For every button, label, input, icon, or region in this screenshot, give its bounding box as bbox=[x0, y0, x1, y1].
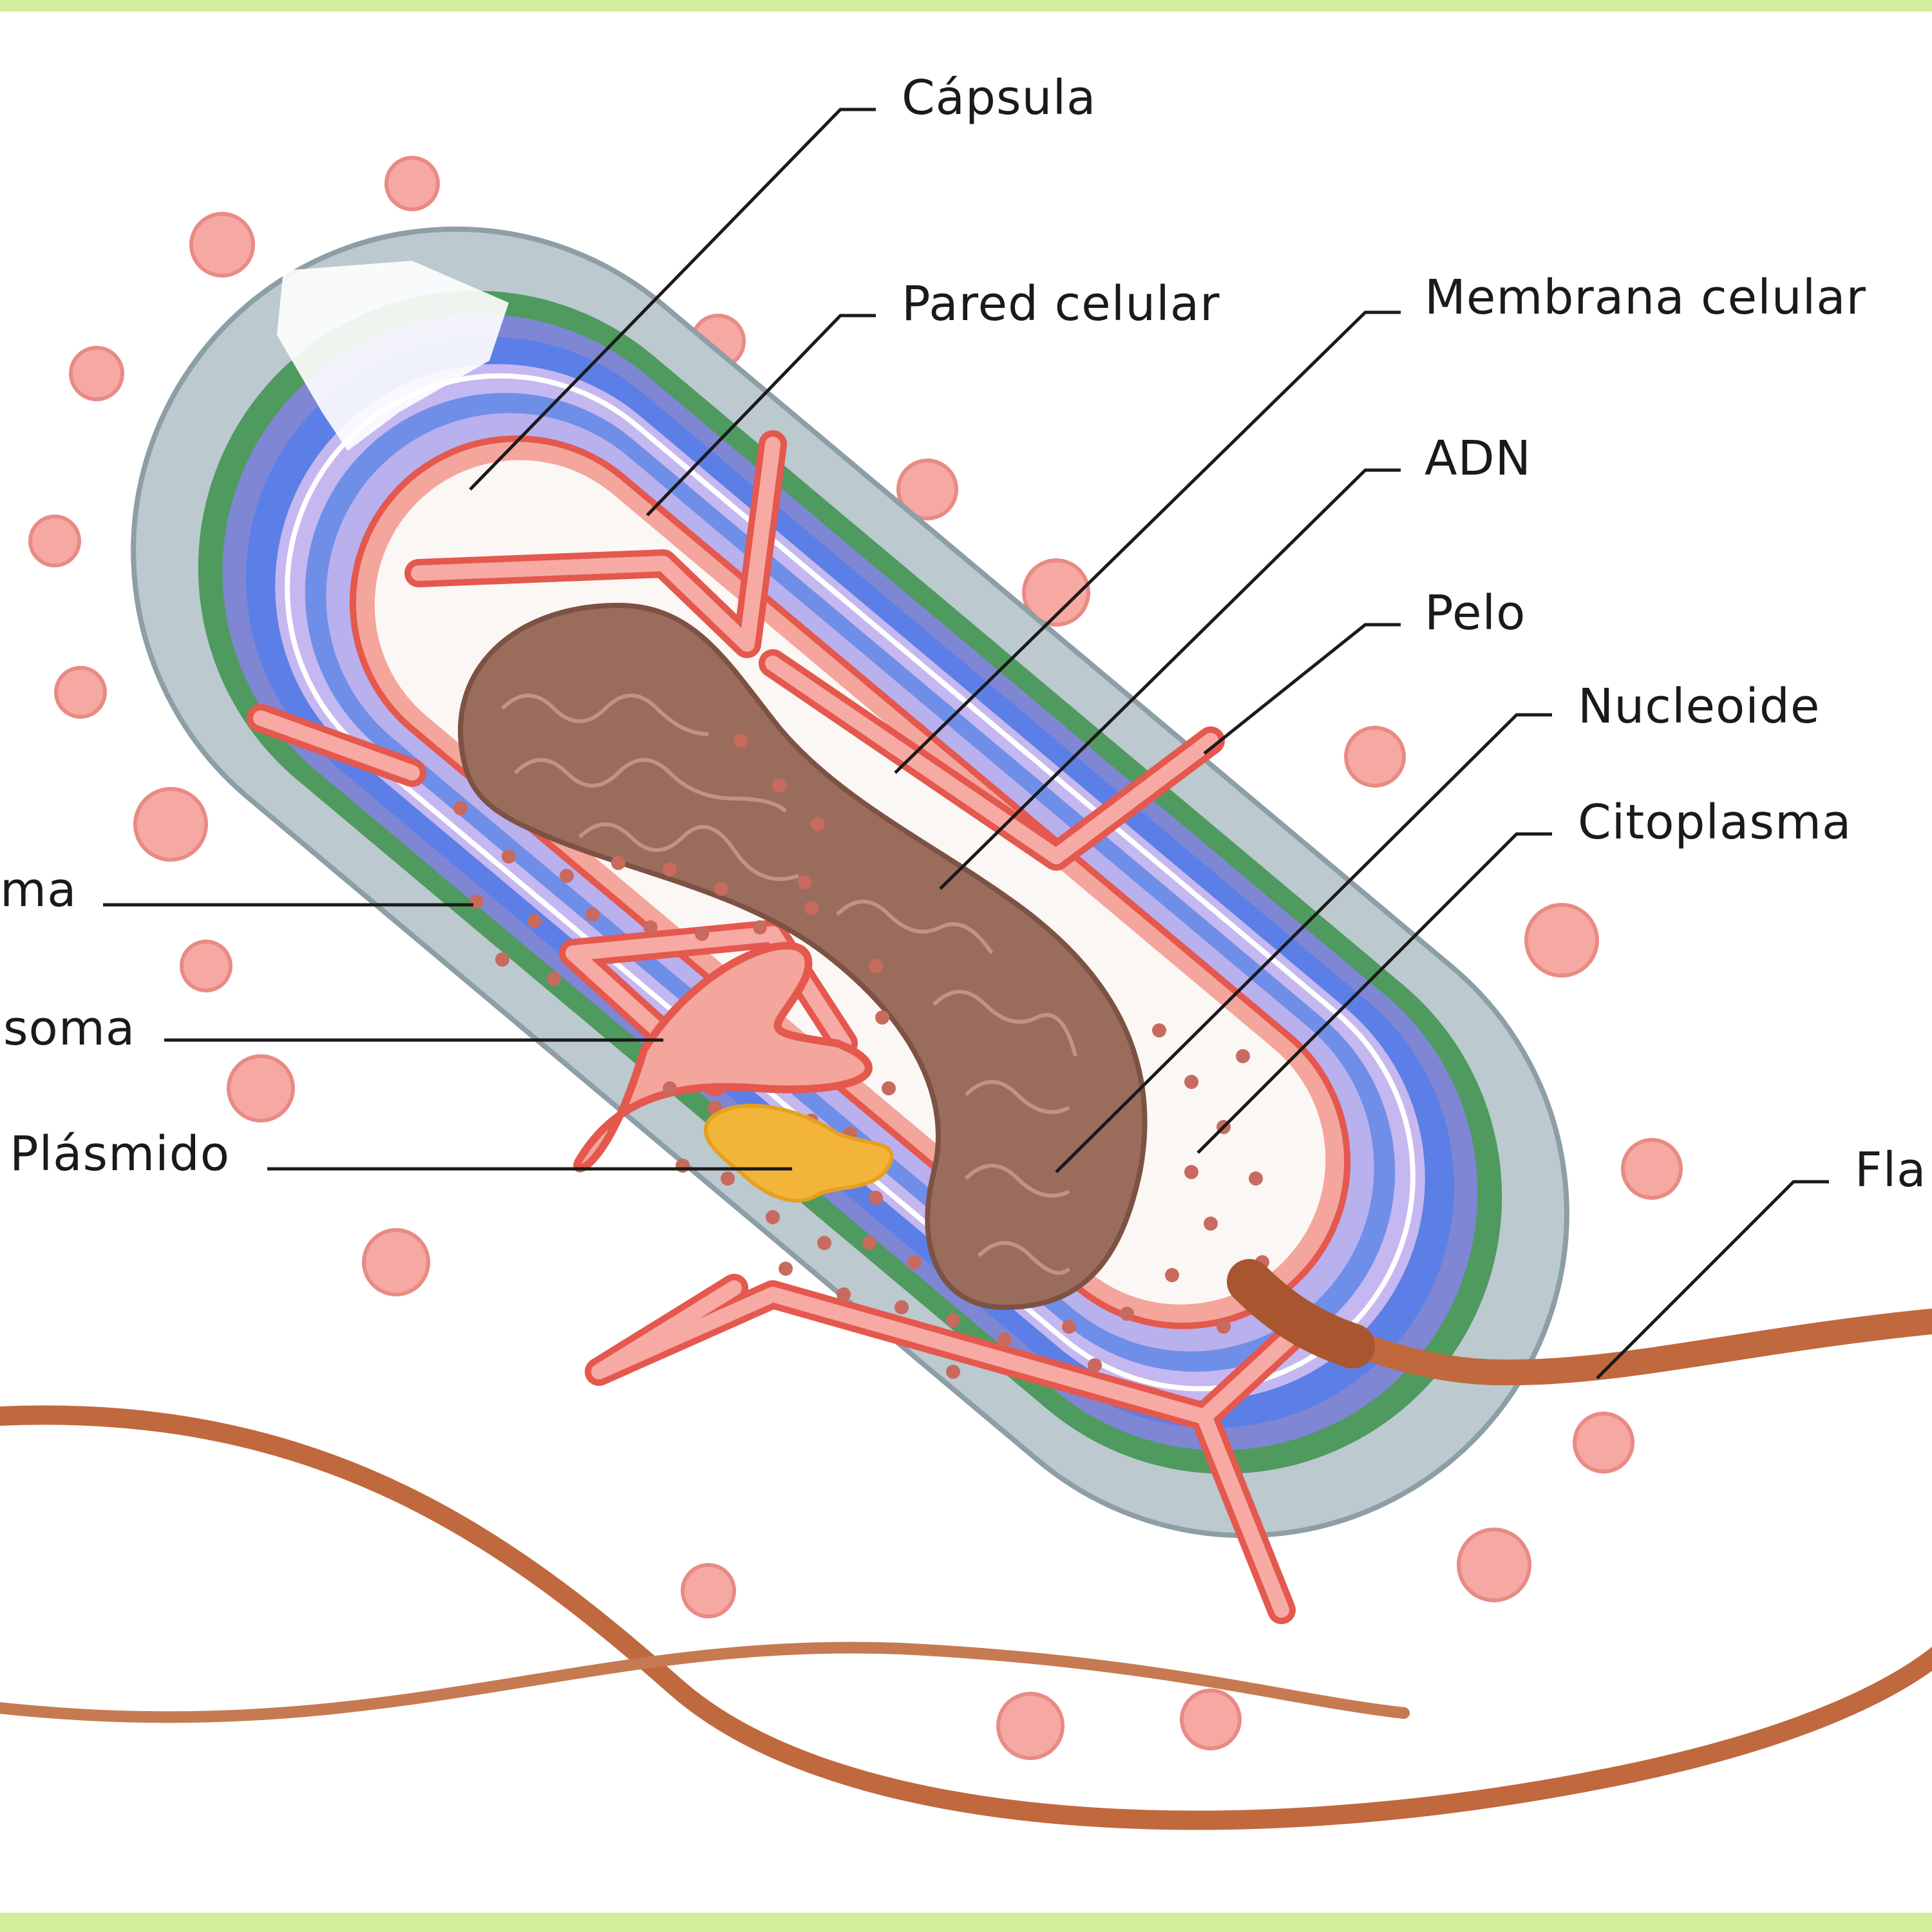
dna-strands bbox=[500, 694, 1077, 1275]
membrane-folds bbox=[247, 430, 1302, 1624]
frame-bottom-border bbox=[0, 1913, 1932, 1932]
label-nucleoide: Nucleoide bbox=[1578, 679, 1821, 734]
nucleoid bbox=[458, 602, 1148, 1311]
leader-pared bbox=[646, 314, 876, 516]
label-mesosoma: soma bbox=[3, 1001, 136, 1056]
label-plasmido: Plásmido bbox=[10, 1126, 230, 1182]
label-pared-celular: Pared celular bbox=[902, 276, 1220, 332]
label-flagelo: Fla bbox=[1855, 1142, 1927, 1198]
leader-lines bbox=[103, 108, 1829, 1379]
label-membrana-celular: Membrana celular bbox=[1425, 270, 1866, 325]
flagellum-tail bbox=[0, 1405, 1932, 1830]
capsule-highlight bbox=[277, 261, 509, 451]
mesosome bbox=[573, 942, 873, 1173]
label-citoplasma: Citoplasma bbox=[1578, 795, 1852, 850]
leader-flagelo bbox=[1596, 1180, 1829, 1379]
leader-pelo bbox=[1203, 623, 1401, 755]
flagellum bbox=[1227, 1259, 1932, 1386]
label-ribosoma: ma bbox=[0, 862, 77, 918]
leader-adn bbox=[939, 468, 1401, 890]
leader-capsula bbox=[469, 108, 876, 491]
label-pelo: Pelo bbox=[1425, 585, 1526, 641]
leader-citoplasma bbox=[1197, 832, 1552, 1154]
label-adn: ADN bbox=[1425, 431, 1531, 486]
leader-nucleoide bbox=[1055, 713, 1552, 1173]
label-capsula: Cápsula bbox=[902, 70, 1097, 126]
leader-membrana bbox=[894, 310, 1401, 774]
frame-top-border bbox=[0, 0, 1932, 12]
